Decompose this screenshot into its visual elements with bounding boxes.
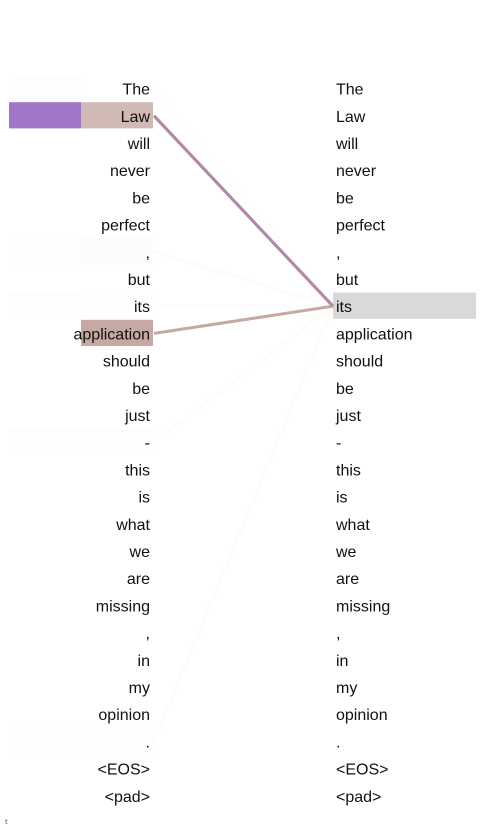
right-token[interactable]: , (336, 626, 340, 643)
left-token[interactable]: be (132, 190, 150, 207)
right-token[interactable]: be (336, 190, 354, 207)
right-token[interactable]: <EOS> (336, 762, 388, 779)
attention-cell-head-2-token-9 (81, 319, 153, 346)
right-token[interactable]: be (336, 381, 354, 398)
left-token[interactable]: missing (96, 598, 150, 615)
right-token[interactable]: , (336, 245, 340, 262)
left-token[interactable]: . (146, 734, 150, 751)
attention-cell-head-2-token-24 (81, 728, 153, 754)
right-token[interactable]: should (336, 354, 383, 371)
attention-cell-head-1-token-13 (9, 429, 81, 455)
right-token[interactable]: missing (336, 598, 390, 615)
attention-cell-head-1-token-24 (9, 728, 81, 754)
right-token[interactable]: is (336, 490, 348, 507)
attention-cell-head-2-token-1 (81, 102, 153, 129)
right-token[interactable]: . (336, 734, 340, 751)
left-token[interactable]: we (129, 544, 151, 561)
left-token[interactable]: opinion (98, 707, 150, 724)
attention-cell-head-2-token-13 (81, 429, 153, 455)
left-token[interactable]: but (128, 272, 151, 289)
left-token[interactable]: is (138, 490, 150, 507)
left-token[interactable]: , (146, 245, 150, 262)
right-token[interactable]: never (336, 163, 377, 180)
left-token[interactable]: <pad> (105, 789, 150, 806)
attention-cell-head-1-token-0 (9, 75, 81, 101)
left-token[interactable]: are (127, 571, 150, 588)
right-token[interactable]: my (336, 680, 357, 697)
attention-cell-head-1-token-1 (9, 102, 81, 129)
left-token[interactable]: will (127, 136, 150, 153)
right-token[interactable]: perfect (336, 218, 385, 235)
selected-token-highlight[interactable] (333, 292, 476, 319)
attention-cell-head-2-token-6 (81, 238, 153, 264)
corner-mark: t (5, 818, 8, 826)
right-token[interactable]: Law (336, 109, 366, 126)
left-token[interactable]: never (110, 163, 151, 180)
attention-line-head-2-token-9 (153, 304, 334, 335)
right-token[interactable]: are (336, 571, 359, 588)
right-token[interactable]: its (336, 299, 352, 316)
right-token[interactable]: this (336, 462, 361, 479)
right-token[interactable]: opinion (336, 707, 388, 724)
left-token[interactable]: be (132, 381, 150, 398)
right-token[interactable]: but (336, 272, 359, 289)
left-token[interactable]: , (146, 626, 150, 643)
left-token[interactable]: this (125, 462, 150, 479)
left-token[interactable]: should (103, 354, 150, 371)
attention-line-head-1-token-0 (154, 89, 333, 307)
left-token[interactable]: - (145, 435, 150, 452)
left-token[interactable]: my (129, 680, 150, 697)
left-token[interactable]: application (74, 326, 151, 343)
right-token[interactable]: what (335, 517, 370, 534)
right-token[interactable]: just (335, 408, 361, 425)
right-token[interactable]: application (336, 326, 413, 343)
attention-cell-head-1-token-6 (9, 238, 81, 264)
right-token[interactable]: The (336, 82, 364, 99)
left-token[interactable]: The (122, 82, 150, 99)
left-token[interactable]: perfect (101, 218, 150, 235)
left-token[interactable]: just (124, 408, 150, 425)
left-token[interactable]: its (134, 299, 150, 316)
left-token[interactable]: <EOS> (98, 762, 150, 779)
right-token[interactable]: <pad> (336, 789, 381, 806)
attention-line-head-2-token-1 (152, 114, 335, 308)
right-token[interactable]: in (336, 653, 348, 670)
left-token[interactable]: what (115, 517, 150, 534)
attention-line-head-2-token-24 (154, 306, 333, 741)
right-token[interactable]: will (335, 136, 358, 153)
right-token[interactable]: - (336, 435, 341, 452)
attention-cell-head-1-token-8 (9, 293, 81, 319)
right-token[interactable]: we (335, 544, 357, 561)
left-token[interactable]: Law (121, 109, 151, 126)
left-token[interactable]: in (138, 653, 150, 670)
